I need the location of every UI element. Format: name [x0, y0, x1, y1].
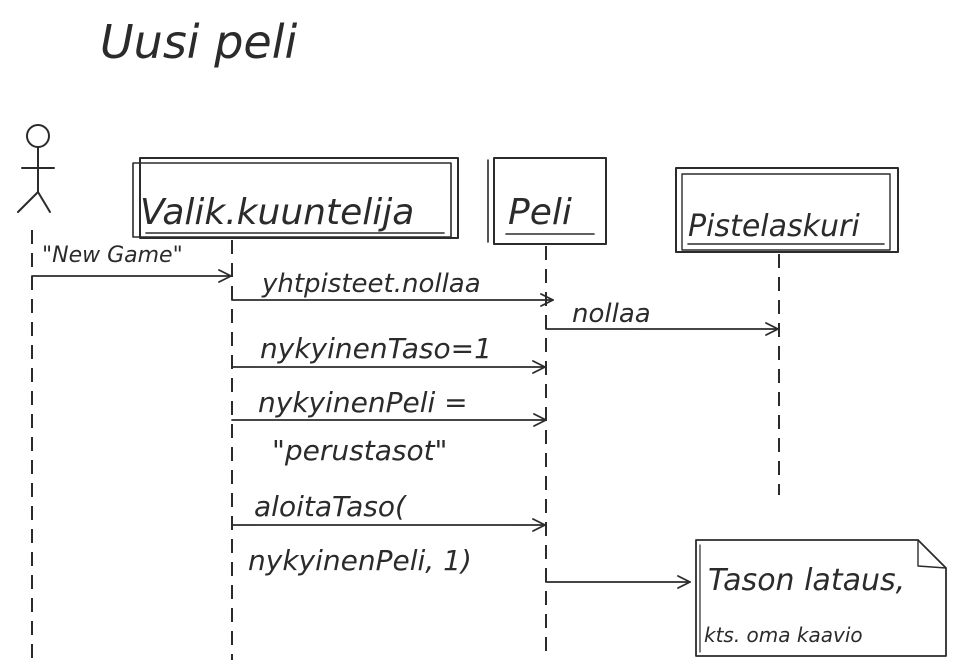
note-line2: kts. oma kaavio	[704, 623, 863, 647]
message-label: yhtpisteet.nollaa	[261, 269, 481, 299]
object-peli: Peli	[487, 157, 607, 245]
message-new-game: "New Game"	[31, 243, 232, 283]
diagram-title: Uusi peli	[100, 15, 297, 69]
note-tason-lataus: Tason lataus, kts. oma kaavio	[695, 539, 947, 657]
message-nykyinen-taso: nykyinenTaso=1	[231, 332, 546, 374]
message-label-line2: nykyinenPeli, 1)	[248, 544, 472, 577]
message-yhtpisteet-nollaa: yhtpisteet.nollaa	[231, 269, 554, 307]
message-nollaa: nollaa	[545, 299, 779, 336]
object-label-pistelaskuri: Pistelaskuri	[688, 209, 860, 244]
object-label-valikko: Valik.kuuntelija	[140, 192, 414, 233]
message-aloita-taso: aloitaTaso( nykyinenPeli, 1)	[231, 490, 546, 577]
note-line1: Tason lataus,	[708, 563, 905, 598]
message-label: nollaa	[572, 299, 651, 329]
actor-stick-figure-icon	[17, 124, 55, 213]
object-pistelaskuri: Pistelaskuri	[675, 167, 899, 253]
object-label-peli: Peli	[508, 192, 572, 233]
message-nykyinen-peli: nykyinenPeli = "perustasot"	[231, 386, 547, 467]
object-valikko: Valik.kuuntelija	[132, 157, 459, 239]
message-label: nykyinenTaso=1	[260, 332, 492, 365]
message-label: aloitaTaso(	[254, 490, 407, 523]
message-label: "New Game"	[42, 243, 183, 268]
message-label: nykyinenPeli =	[258, 386, 468, 419]
message-label-line2: "perustasot"	[272, 434, 447, 467]
